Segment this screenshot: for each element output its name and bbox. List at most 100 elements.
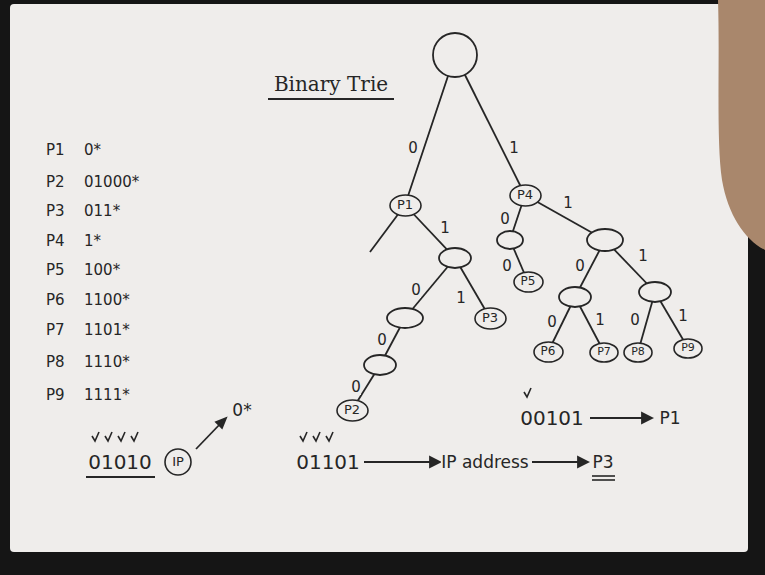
trie-leaf-node: P6: [533, 341, 564, 363]
ellipse-shape: [534, 342, 563, 362]
prefix-value: 0*: [84, 142, 101, 159]
hand-shape: [718, 0, 765, 250]
bit-label: 0: [547, 314, 557, 331]
empty-trie-nodes: [364, 33, 671, 375]
node-text: P4: [517, 188, 533, 202]
prefix-name: P4: [46, 233, 65, 250]
ellipse-shape: [390, 195, 421, 216]
node-text: P6: [541, 345, 556, 358]
arrow-head: [578, 457, 588, 467]
bit-label: 0: [575, 258, 585, 275]
empty-node: [639, 282, 671, 302]
prefix-name: P2: [46, 174, 65, 191]
node-text: IP: [172, 455, 184, 469]
prefix-name: P7: [46, 322, 65, 339]
prefix-value: 100*: [84, 262, 120, 279]
node-text: P1: [397, 198, 413, 212]
bit-label: 0: [500, 211, 510, 228]
bit-label: 1: [638, 248, 648, 265]
prefix-value: 01000*: [84, 174, 139, 191]
trie-leaf-node: P4: [509, 184, 542, 207]
prefix-name: P3: [46, 203, 65, 220]
arrow-line: [590, 417, 644, 419]
empty-node: [587, 229, 623, 251]
bit-label: 0: [377, 332, 387, 349]
underline: [592, 479, 615, 481]
trie-leaf-node: P8: [623, 342, 653, 363]
node-text: P9: [681, 342, 695, 354]
bit-label: 0: [411, 282, 421, 299]
note-text: IP address: [441, 453, 528, 472]
diagram-title: Binary Trie: [274, 73, 388, 95]
address-bits: 01101: [296, 451, 360, 473]
check-mark: [326, 432, 333, 441]
check-mark: [92, 432, 99, 441]
check-mark: [118, 432, 125, 441]
prefix-name: P8: [46, 354, 65, 371]
arrow-line: [364, 461, 432, 463]
empty-node: [497, 231, 523, 249]
ellipse-shape: [624, 343, 652, 362]
empty-node: [559, 287, 591, 307]
bit-label: 0: [502, 258, 512, 275]
trie-leaf-node: P2: [336, 399, 369, 422]
prefix-value: 011*: [84, 203, 120, 220]
bit-label: 1: [456, 290, 466, 307]
arrow-head: [430, 457, 440, 467]
prefix-name: P6: [46, 292, 65, 309]
trie-leaf-node: P3: [474, 307, 507, 330]
ellipse-shape: [475, 308, 506, 329]
node-text: P2: [344, 403, 360, 417]
arrow-head: [642, 413, 652, 423]
bit-label: 1: [509, 140, 519, 157]
trie-leaf-node: P1: [389, 194, 422, 217]
bit-label: 0: [630, 312, 640, 329]
prefix-value: 1100*: [84, 292, 130, 309]
prefix-value: 1*: [84, 233, 101, 250]
trie-leaf-node: P5: [513, 271, 544, 293]
bit-label: 1: [563, 195, 573, 212]
match-result: P1: [659, 409, 680, 428]
branch: [455, 55, 525, 195]
bit-label: 1: [440, 220, 450, 237]
ellipse-shape: [674, 339, 702, 358]
bit-label: 0: [351, 379, 361, 396]
branch: [405, 55, 455, 205]
ellipse-shape: [514, 272, 543, 292]
ellipse-shape: [590, 343, 618, 362]
bit-label: 0: [408, 140, 418, 157]
ellipse-shape: [165, 449, 191, 475]
check-mark: [524, 388, 531, 397]
root-node: [433, 33, 477, 77]
underline: [86, 476, 155, 478]
match-result: P3: [592, 453, 613, 472]
arrow-line: [196, 422, 222, 449]
check-mark: [300, 432, 307, 441]
trie-branches: [352, 55, 688, 410]
check-mark: [131, 432, 138, 441]
check-mark: [313, 432, 320, 441]
prefix-name: P1: [46, 142, 65, 159]
node-text: P7: [597, 346, 611, 358]
empty-node: [387, 308, 423, 328]
arrow-line: [532, 461, 580, 463]
node-text: P5: [521, 275, 536, 288]
underline: [592, 475, 615, 477]
trie-leaf-node: P9: [673, 338, 703, 359]
node-text: P8: [631, 346, 645, 358]
trie-leaf-node: P7: [589, 342, 619, 363]
prefix-value: 1110*: [84, 354, 130, 371]
address-bits: 00101: [520, 407, 584, 429]
empty-node: [439, 248, 471, 268]
check-marks: [92, 388, 531, 441]
match-result: 0*: [232, 401, 251, 420]
ellipse-shape: [510, 185, 541, 206]
prefix-value: 1101*: [84, 322, 130, 339]
circled-text: IP: [164, 448, 192, 476]
ellipse-shape: [337, 400, 368, 421]
empty-node: [364, 355, 396, 375]
arrow-head: [216, 418, 226, 428]
bit-label: 1: [678, 308, 688, 325]
prefix-value: 1111*: [84, 387, 130, 404]
node-text: P3: [482, 311, 498, 325]
